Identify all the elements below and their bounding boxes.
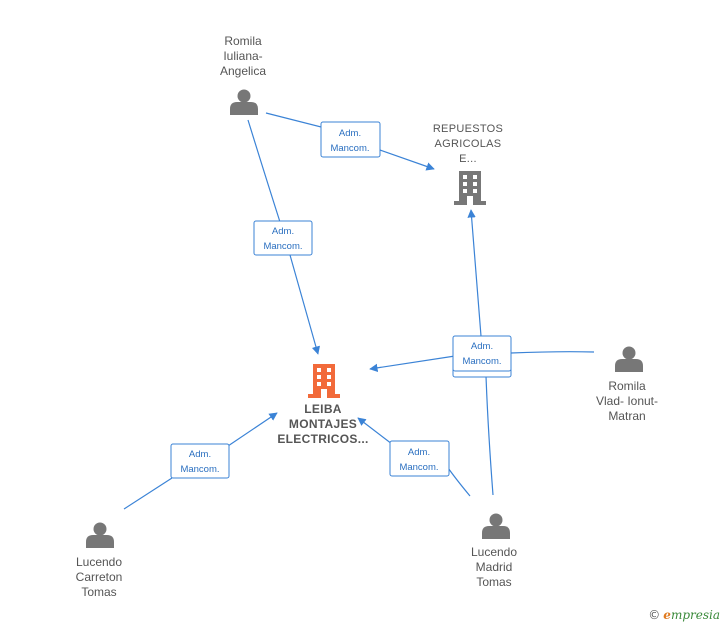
edge-label-2[interactable]: Adm. Mancom.	[253, 220, 313, 256]
edge-label-1-line1: Adm.	[339, 128, 361, 139]
node-label-line: ELECTRICOS...	[277, 432, 368, 446]
node-label-line: REPUESTOS	[433, 123, 503, 135]
node-label-line: E...	[459, 153, 477, 165]
node-label-line: Tomas	[476, 575, 511, 589]
node-label-line: LEIBA	[304, 402, 342, 416]
node-lucendo-carreton[interactable]: Lucendo Carreton Tomas	[76, 522, 123, 600]
node-label-line: Angelica	[220, 64, 266, 78]
node-label-line: Madrid	[476, 560, 513, 574]
edge-label-3[interactable]: Adm. Mancom.	[452, 335, 512, 378]
node-romila-iuliana[interactable]: Romila Iuliana- Angelica	[220, 34, 266, 115]
node-label-line: Matran	[608, 409, 645, 423]
brand-initial: e	[663, 608, 671, 622]
node-lucendo-madrid[interactable]: Lucendo Madrid Tomas	[471, 513, 517, 590]
node-label-line: Iuliana-	[223, 49, 262, 63]
building-icon	[308, 364, 340, 398]
node-label-line: Carreton	[76, 570, 123, 584]
edge-label-2-line1: Adm.	[272, 226, 294, 237]
edge-labels: Adm. Mancom. Adm. Mancom. Adm. Mancom. A…	[170, 121, 512, 479]
edge-romila-vlad-leiba	[370, 351, 595, 369]
edge-romila-iuliana-leiba	[247, 119, 318, 354]
person-icon	[482, 513, 510, 539]
edge-label-2-line2: Mancom.	[263, 241, 302, 252]
person-icon	[615, 346, 643, 372]
edge-label-5[interactable]: Adm. Mancom.	[389, 440, 450, 477]
node-label-line: Vlad- Ionut-	[596, 394, 658, 408]
node-label-line: Tomas	[81, 585, 116, 599]
edge-label-5-line1: Adm.	[408, 447, 430, 458]
edge-label-4-line2: Mancom.	[180, 464, 219, 475]
edge-lucendo-madrid-repuestos	[471, 210, 494, 496]
node-leiba[interactable]: LEIBA MONTAJES ELECTRICOS...	[277, 364, 368, 446]
node-label-line: Romila	[224, 34, 262, 48]
person-icon	[230, 89, 258, 115]
brand-name: mpresia	[670, 608, 720, 622]
copyright-icon: ©	[648, 608, 661, 622]
edge-label-1[interactable]: Adm. Mancom.	[320, 121, 381, 158]
edge-lucendo-carreton-leiba	[123, 413, 277, 510]
edges	[123, 112, 595, 510]
building-icon	[454, 171, 486, 205]
node-label-line: Romila	[608, 379, 646, 393]
empresia-logo: ©empresia	[648, 608, 720, 622]
edge-label-5-line2: Mancom.	[399, 462, 438, 473]
node-label-line: Lucendo	[76, 555, 122, 569]
person-icon	[86, 522, 114, 548]
edge-label-3-line1: Adm.	[471, 341, 493, 352]
edge-label-3-line2: Mancom.	[462, 356, 501, 367]
node-label-line: MONTAJES	[289, 417, 357, 431]
edge-label-4[interactable]: Adm. Mancom.	[170, 443, 230, 479]
node-label-line: AGRICOLAS	[435, 138, 502, 150]
edge-label-4-line1: Adm.	[189, 449, 211, 460]
node-repuestos[interactable]: REPUESTOS AGRICOLAS E...	[433, 123, 503, 205]
node-label-line: Lucendo	[471, 545, 517, 559]
edge-romila-iuliana-repuestos	[265, 112, 434, 169]
edge-label-1-line2: Mancom.	[330, 143, 369, 154]
node-romila-vlad[interactable]: Romila Vlad- Ionut- Matran	[596, 346, 658, 424]
